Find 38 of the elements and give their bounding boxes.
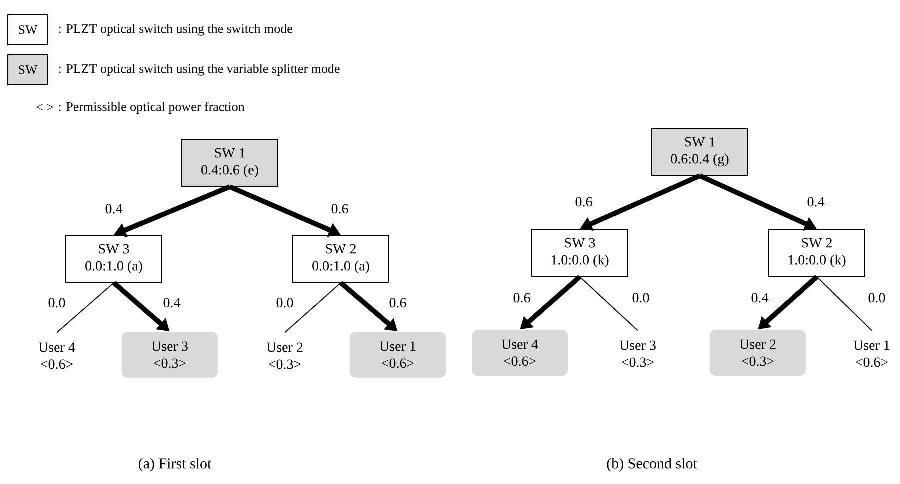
switch-box: SW 3 1.0:0.0 (k)	[532, 229, 628, 277]
caption: (a) First slot	[139, 458, 212, 472]
switch-box: SW 3 0.0:1.0 (a)	[66, 234, 162, 283]
switch-box: SW 1 0.4:0.6 (e)	[182, 139, 278, 187]
line	[284, 282, 342, 334]
edge-label: 0.6	[512, 292, 532, 304]
legend-symbol: < >	[36, 104, 54, 111]
user-label: User 2 <0.3>	[266, 342, 303, 370]
legend-box: SW	[8, 54, 48, 86]
edge-label: 0.0	[867, 292, 887, 304]
switch-box: SW 2 1.0:0.0 (k)	[768, 229, 866, 277]
legend-text: : Permissible optical power fraction	[59, 102, 245, 114]
line	[56, 282, 114, 334]
user-label: User 3 <0.3>	[620, 340, 656, 368]
legend-text: : PLZT optical switch using the switch mode	[59, 24, 292, 36]
line	[580, 276, 638, 332]
switch-box: SW 1 0.6:0.4 (g)	[652, 128, 748, 176]
user-label: User 4 <0.6>	[38, 342, 76, 370]
edge-label: 0.4	[806, 196, 826, 208]
edge-label: 0.0	[275, 297, 295, 309]
edge-label: 0.6	[388, 297, 408, 309]
edge-label: 0.4	[104, 203, 124, 215]
edge-label: 0.0	[47, 297, 67, 309]
edge-label: 0.6	[330, 203, 350, 215]
user-box: User 1 <0.6>	[350, 332, 446, 378]
edge-label: 0.4	[162, 297, 182, 309]
caption: (b) Second slot	[607, 458, 698, 472]
legend-text: : PLZT optical switch using the variable splitter mode	[59, 64, 340, 76]
line	[816, 276, 872, 332]
edge-label: 0.4	[750, 292, 770, 304]
user-box: User 3 <0.3>	[122, 332, 218, 378]
legend-box: SW	[8, 14, 48, 46]
switch-box: SW 2 0.0:1.0 (a)	[292, 234, 390, 283]
user-box: User 4 <0.6>	[472, 330, 568, 376]
edge-label: 0.0	[631, 292, 651, 304]
user-label: User 1 <0.6>	[854, 340, 890, 368]
user-box: User 2 <0.3>	[710, 330, 806, 376]
edge-label: 0.6	[574, 196, 594, 208]
